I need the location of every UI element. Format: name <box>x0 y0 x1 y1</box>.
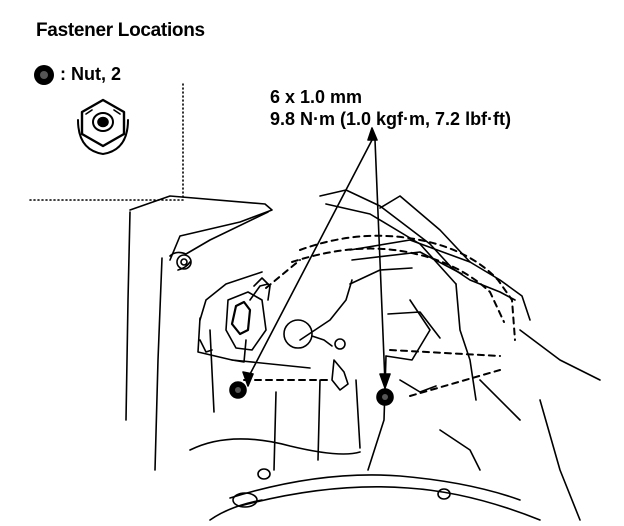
nut-marker-icon <box>229 381 247 399</box>
fastener-size: 6 x 1.0 mm <box>270 87 363 107</box>
torque-spec: 9.8 N·m (1.0 kgf·m, 7.2 lbf·ft) <box>270 109 512 129</box>
nut-marker-icon <box>376 388 394 406</box>
hidden-lines <box>243 234 516 397</box>
legend-nut: : Nut, 2 <box>34 64 121 85</box>
connector-bracket <box>199 277 349 391</box>
nut-marker-icon <box>34 64 54 85</box>
torque-callout: 6 x 1.0 mm 9.8 N·m (1.0 kgf·m, 7.2 lbf·f… <box>270 86 511 130</box>
wire-harness <box>189 429 541 521</box>
page-title: Fastener Locations <box>36 20 205 41</box>
body-structure <box>125 189 601 521</box>
flange-nut-icon <box>77 98 129 155</box>
callout-leaders <box>242 127 391 389</box>
legend-label: : Nut, 2 <box>60 64 121 84</box>
